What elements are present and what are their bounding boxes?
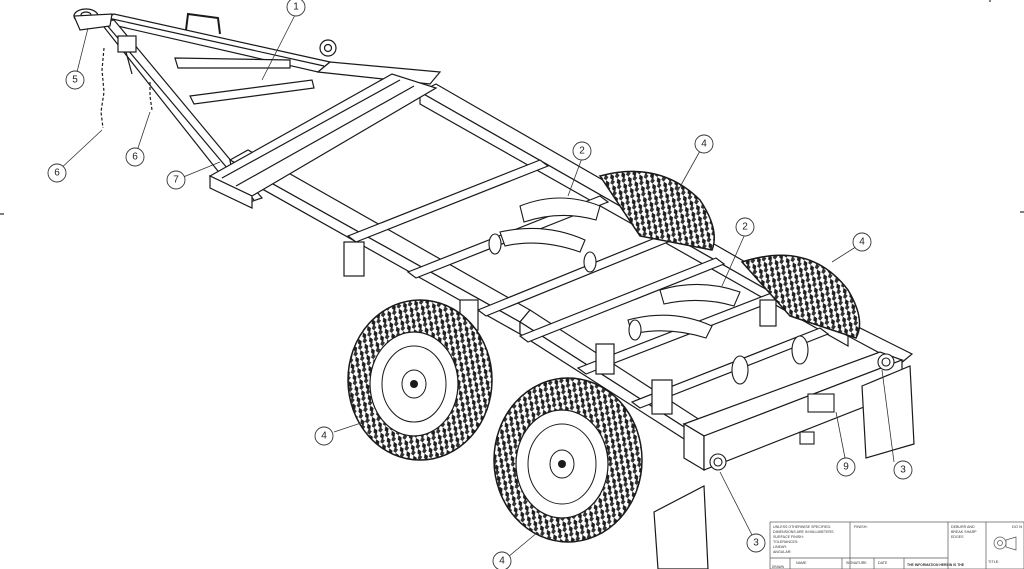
svg-text:3: 3 [753,538,759,549]
callout-6-center: 6 [125,147,145,167]
svg-text:SIGNATURE: SIGNATURE [846,561,867,565]
svg-text:SURFACE FINISH:: SURFACE FINISH: [773,535,804,539]
svg-text:6: 6 [132,152,138,163]
svg-text:LINEAR:: LINEAR: [773,545,787,549]
svg-text:5: 5 [72,75,78,86]
wheel-front-left [347,299,493,461]
svg-text:NAME: NAME [796,561,807,565]
svg-text:TITLE:: TITLE: [988,560,999,564]
callout-3-bottom: 3 [746,533,766,553]
callout-4-top: 4 [694,134,714,154]
svg-text:9: 9 [843,462,849,473]
callout-1: 1 [286,0,306,17]
svg-text:DIMENSIONS ARE IN MILLIMETERS: DIMENSIONS ARE IN MILLIMETERS [773,530,834,534]
svg-text:DRAWN: DRAWN [772,565,785,569]
wheel-rear-left [493,377,643,543]
mud-flaps [653,365,915,569]
svg-text:2: 2 [579,146,585,157]
svg-text:UNLESS OTHERWISE SPECIFIED:: UNLESS OTHERWISE SPECIFIED: [773,525,831,529]
svg-text:3: 3 [900,465,906,476]
svg-text:DATE: DATE [878,561,888,565]
svg-text:THE INFORMATION HEREIN IS THE: THE INFORMATION HEREIN IS THE [907,563,965,567]
callout-2-upper: 2 [572,141,592,161]
svg-text:ANGULAR:: ANGULAR: [773,550,791,554]
callout-5: 5 [65,70,85,90]
svg-text:EDGES: EDGES [951,535,964,539]
svg-text:TOLERANCES:: TOLERANCES: [773,540,798,544]
svg-text:4: 4 [321,431,327,442]
svg-text:4: 4 [859,237,865,248]
suspension-arms [488,197,809,385]
title-block-text: UNLESS OTHERWISE SPECIFIED: DIMENSIONS A… [772,524,1022,569]
svg-text:DO N: DO N [1012,524,1022,529]
wheel-rear-right [740,254,861,339]
svg-text:2: 2 [742,222,748,233]
callout-4-left: 4 [314,426,334,446]
svg-text:DEBURR AND: DEBURR AND [951,525,975,529]
svg-text:FINISH:: FINISH: [854,525,868,529]
svg-text:6: 6 [54,168,60,179]
svg-text:4: 4 [701,139,707,150]
svg-text:7: 7 [173,175,179,186]
drawbar [98,12,442,205]
wheel-front-right [598,170,715,251]
callout-2-lower: 2 [735,217,755,237]
coupling [73,8,113,31]
svg-text:4: 4 [499,556,505,567]
title-block [769,521,1024,569]
svg-text:BREAK SHARP: BREAK SHARP [951,530,977,534]
callout-4-right: 4 [852,232,872,252]
svg-text:1: 1 [293,2,299,13]
callout-6-left: 6 [47,163,67,183]
callout-7: 7 [166,170,186,190]
callout-3-right: 3 [893,460,913,480]
rear-lights [709,353,895,471]
callout-9: 9 [836,457,856,477]
callout-4-bottom: 4 [492,551,512,569]
